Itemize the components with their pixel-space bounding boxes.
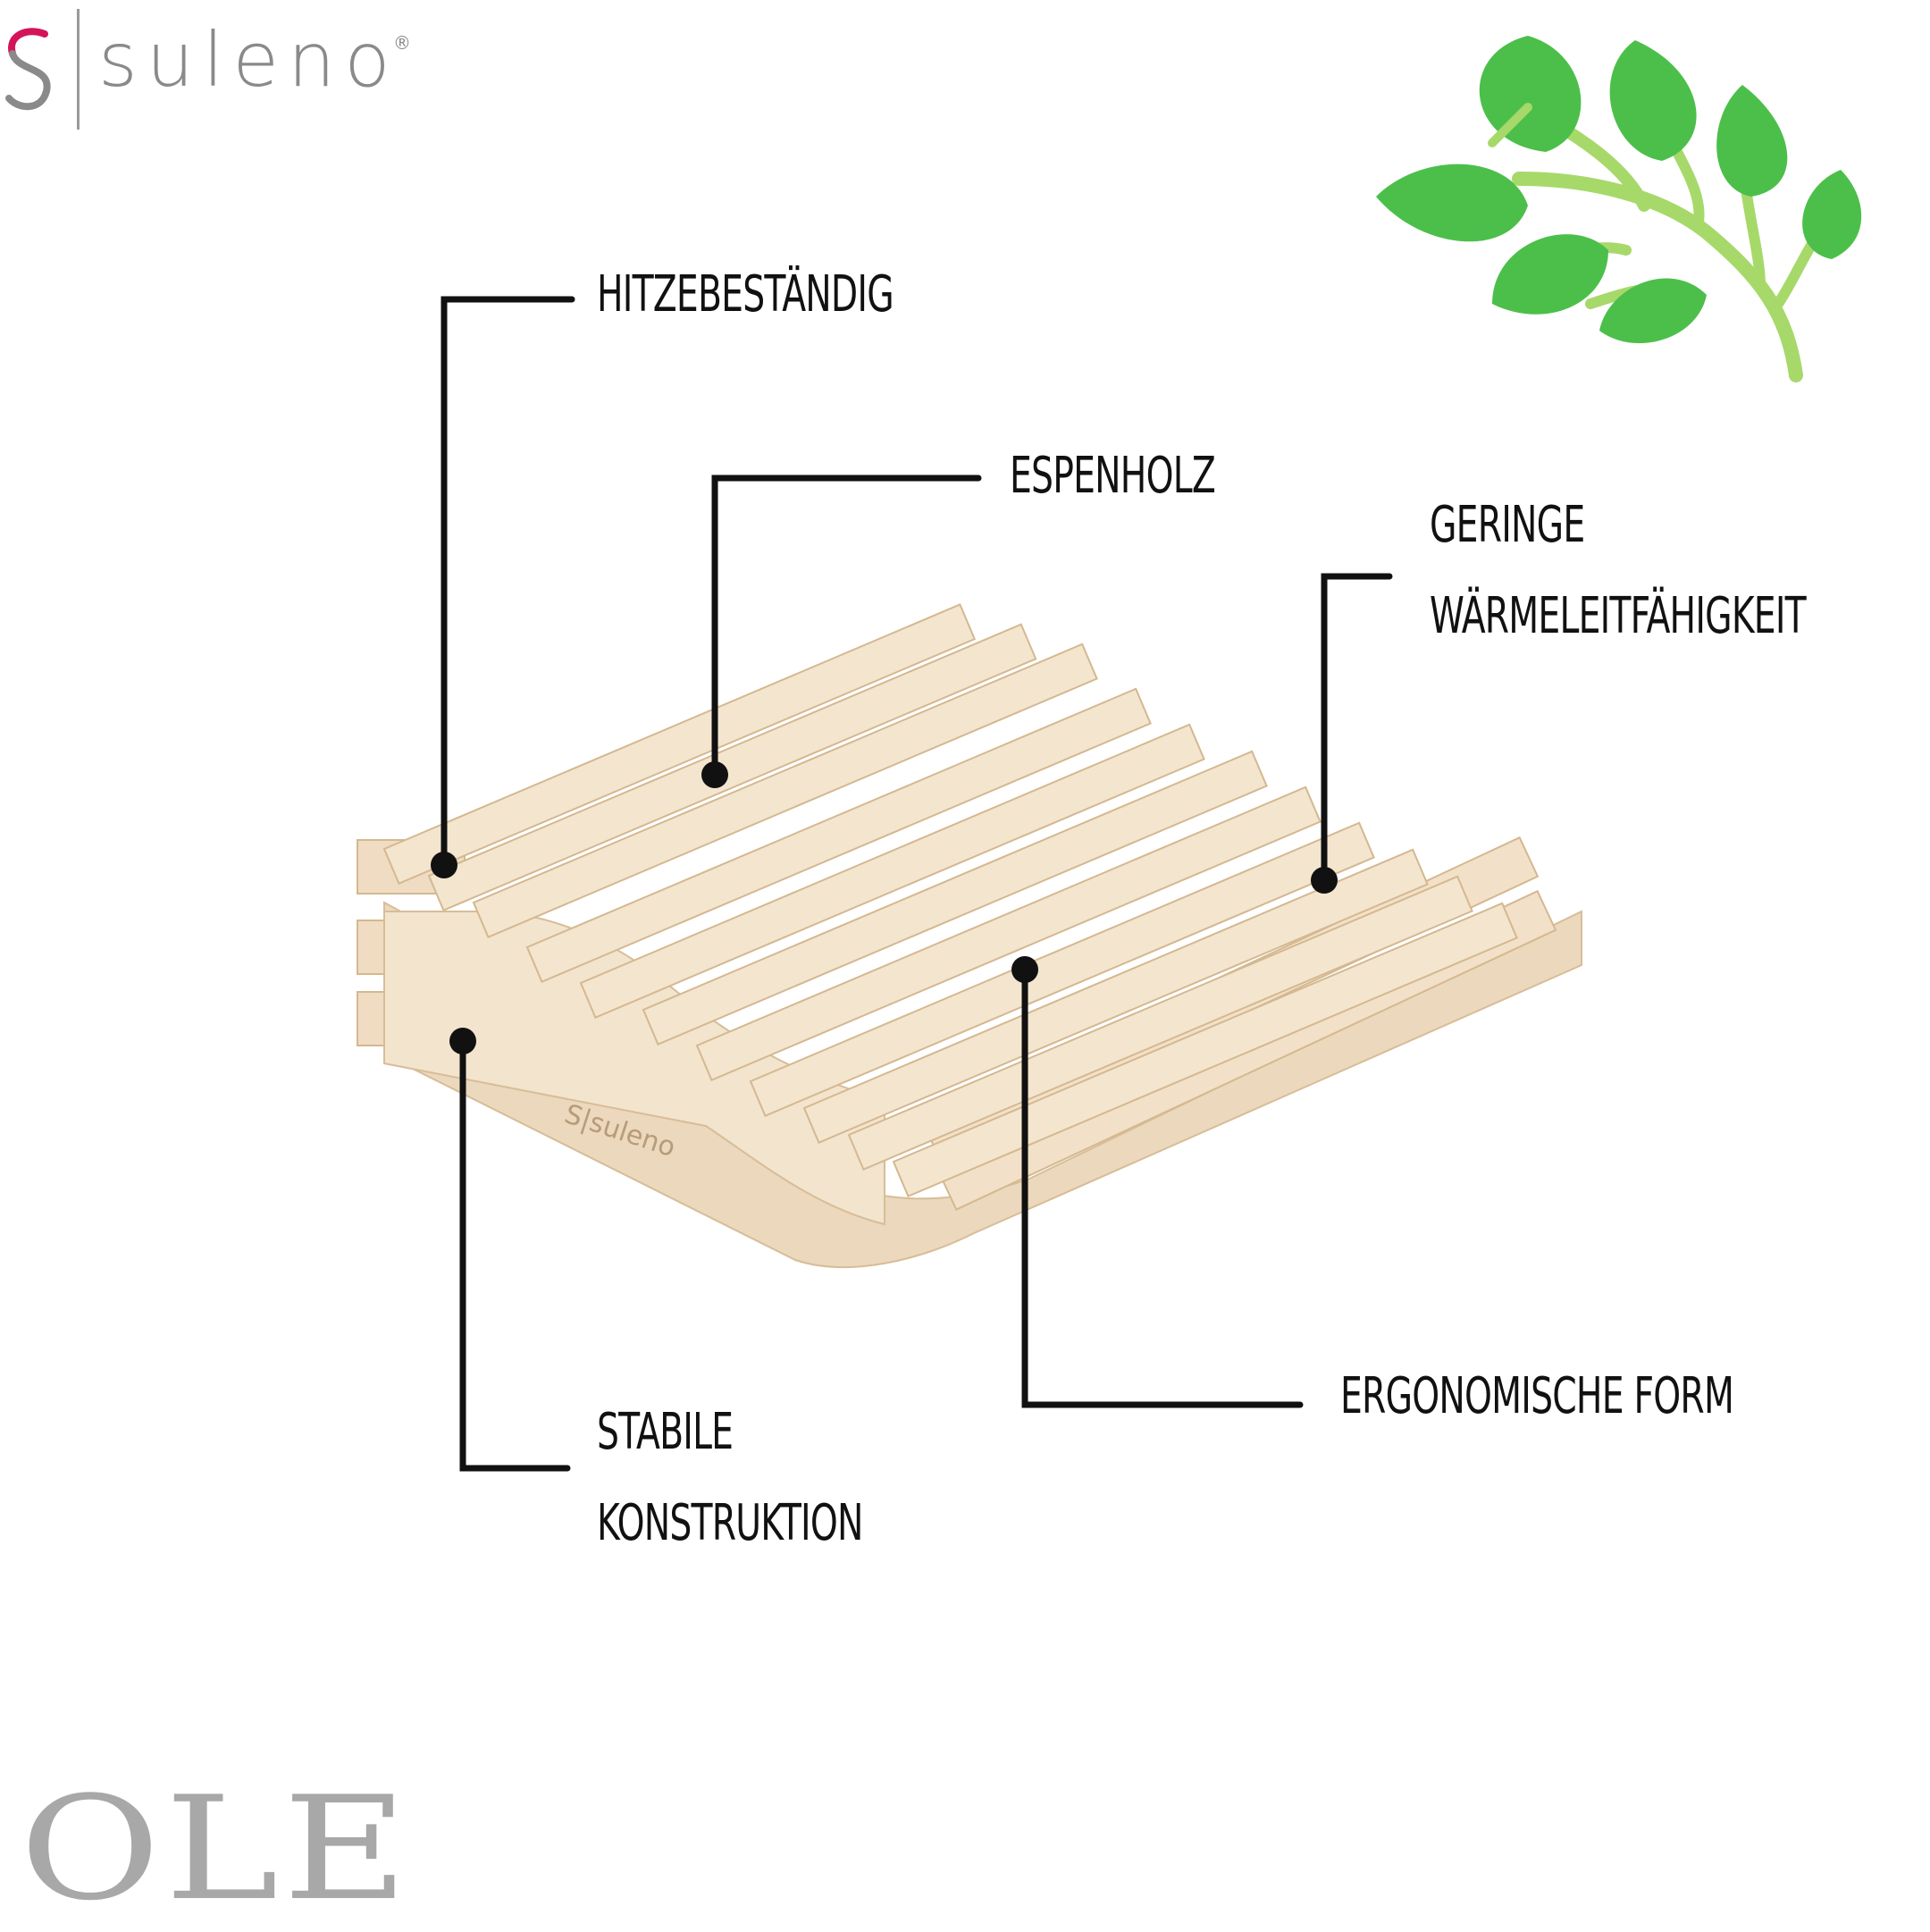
callout-dot-stable [449, 1028, 476, 1054]
feature-ergonomic-shape: ERGONOMISCHE FORM [1340, 1367, 1734, 1425]
feature-stable-line1: STABILE [597, 1403, 734, 1461]
suleno-s-mark-icon [5, 28, 51, 111]
feature-heat-resistant: HITZEBESTÄNDIG [597, 265, 894, 323]
product-name: OLE [20, 1765, 413, 1932]
brand-divider [77, 9, 80, 130]
callout-dot-conductivity [1311, 867, 1338, 894]
brand-registered-mark: ® [393, 32, 411, 54]
brand-name: suleno [98, 16, 399, 104]
callout-dot-ergonomic [1011, 956, 1038, 983]
feature-aspen-wood: ESPENHOLZ [1010, 447, 1216, 505]
feature-low-conductivity-line1: GERINGE [1430, 496, 1585, 554]
callout-dot-heat [431, 852, 457, 878]
feature-stable-construction: STABILE KONSTRUKTION [597, 1407, 863, 1590]
feature-low-conductivity: GERINGE WÄRMELEITFÄHIGKEIT [1430, 496, 1807, 683]
feature-stable-line2: KONSTRUKTION [597, 1494, 863, 1552]
wooden-headrest-image: S|suleno [357, 603, 1582, 1269]
feature-low-conductivity-line2: WÄRMELEITFÄHIGKEIT [1430, 587, 1807, 645]
callout-dot-wood [701, 761, 728, 788]
leaf-branch-icon [1376, 36, 1862, 382]
